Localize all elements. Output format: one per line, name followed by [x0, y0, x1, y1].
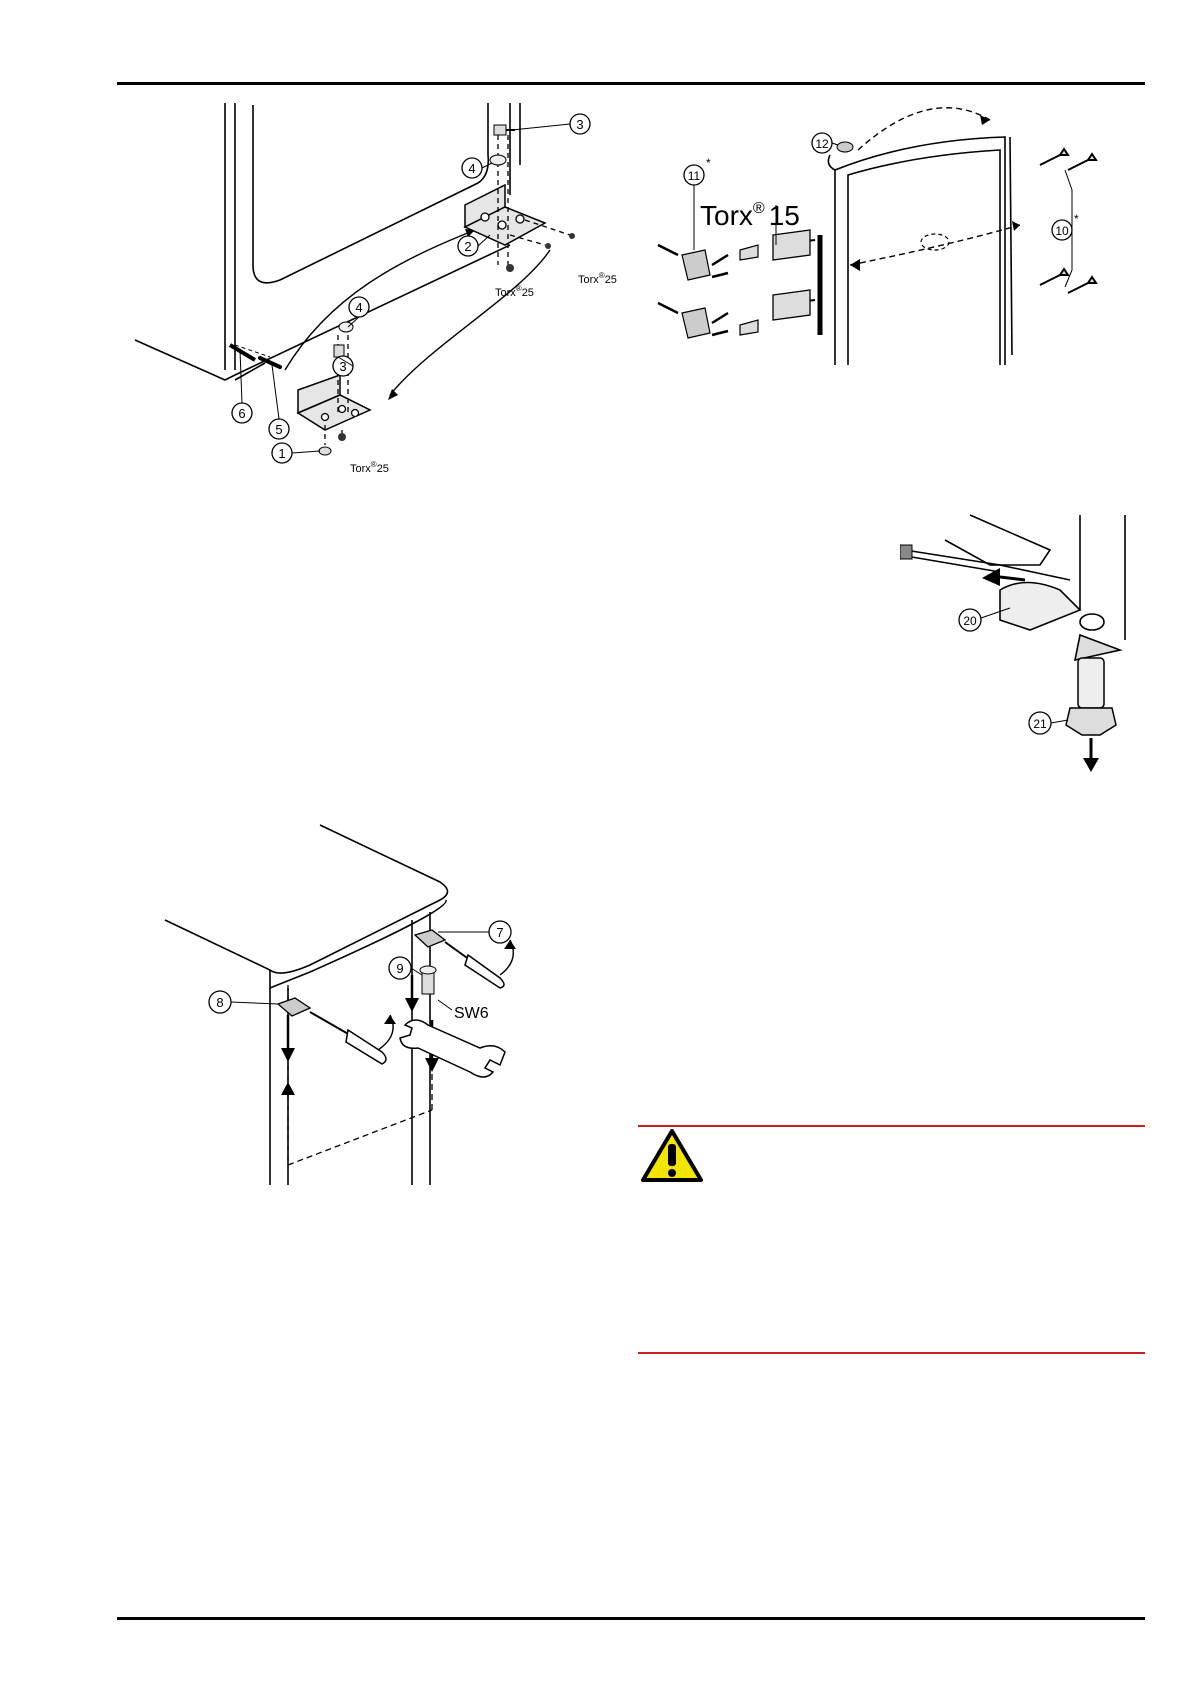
callout-21: 21 — [1033, 717, 1047, 731]
callout-8: 8 — [216, 995, 223, 1010]
callout-11: 11 — [688, 169, 701, 183]
callout-4-upper: 4 — [468, 161, 475, 176]
figure-door-top: 7 8 9 SW6 — [160, 820, 540, 1190]
callout-3-upper: 3 — [576, 117, 583, 132]
figure-door-handle: 11 12 10 * * Torx®15 — [650, 95, 1140, 375]
footer-rule — [117, 1617, 1145, 1620]
callout-10: 10 — [1055, 224, 1069, 238]
torx-25-label-c: Torx®25 — [578, 271, 617, 286]
callout-6: 6 — [238, 406, 245, 421]
callout-1: 1 — [278, 446, 285, 461]
callout-9: 9 — [396, 961, 403, 976]
callout-20: 20 — [963, 614, 977, 628]
callout-5: 5 — [275, 422, 282, 437]
torx-25-label-a: Torx®25 — [350, 460, 389, 475]
asterisk-10: * — [1074, 212, 1079, 226]
asterisk-11: * — [706, 156, 711, 170]
warning-triangle-icon — [640, 1128, 704, 1184]
warning-bottom-rule — [638, 1352, 1145, 1354]
callout-7: 7 — [496, 925, 503, 940]
wrench-size-label: SW6 — [454, 1005, 489, 1022]
callout-12: 12 — [815, 137, 829, 151]
callout-2: 2 — [464, 239, 471, 254]
figure-hinge-pin: 20 21 — [900, 510, 1140, 780]
callout-4-lower: 4 — [355, 300, 362, 315]
header-rule — [117, 82, 1145, 85]
torx-15-label: Torx®15 — [700, 200, 800, 231]
torx-25-label-b: Torx®25 — [495, 284, 534, 299]
warning-top-rule — [638, 1125, 1145, 1127]
callout-3-lower: 3 — [339, 359, 346, 374]
figure-hinge-bottom: 1 2 3 3 4 4 5 6 Torx®25 Torx®25 Torx®25 — [130, 95, 640, 505]
